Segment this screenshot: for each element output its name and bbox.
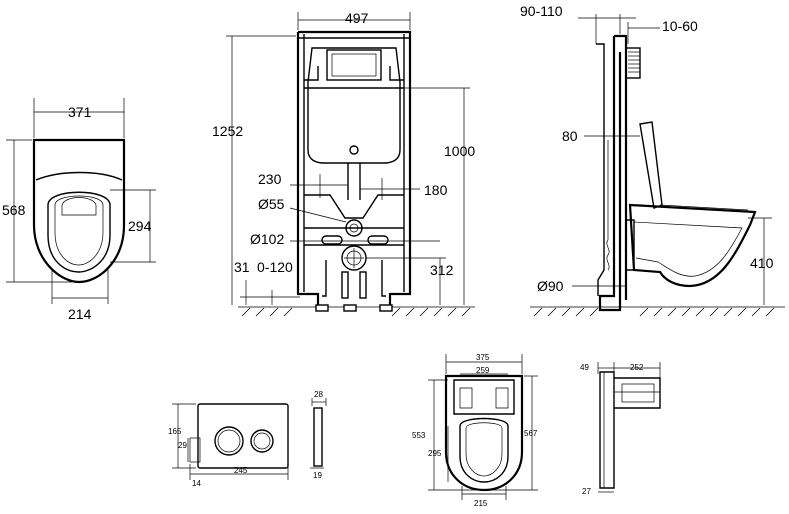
bottom-inner-label: 259 [476, 366, 490, 375]
plate-offset-v-label: 29 [178, 441, 187, 450]
spacing-b-label: 180 [424, 182, 448, 198]
side-top-label: 49 [580, 363, 589, 372]
side-length-label: 252 [630, 363, 644, 372]
side-depth-label: 80 [562, 128, 578, 144]
frame-width-label: 497 [345, 10, 369, 26]
plate-projection-label: 19 [313, 471, 322, 480]
frame-side-view: 90-110 10-60 80 Ø90 410 [520, 3, 785, 317]
spacing-a-label: 230 [258, 171, 282, 187]
bottom-width-label: 375 [476, 353, 490, 362]
bottom-length-right-label: 567 [524, 429, 538, 438]
plate-offset-h-label: 14 [192, 479, 201, 488]
drain-label: Ø102 [250, 231, 284, 247]
plate-thickness-label: 28 [314, 390, 323, 399]
plate-height-label: 165 [168, 427, 182, 436]
seat-height-label: 410 [750, 255, 774, 271]
top-offset-label: 10-60 [662, 18, 698, 34]
cistern-height-label: 1000 [444, 143, 475, 159]
bowl-top-width-label: 371 [68, 104, 92, 120]
bowl-bottom-view: 375 259 553 567 295 215 [412, 353, 538, 508]
adjust-range-label: 0-120 [257, 259, 293, 275]
side-bottom-label: 27 [582, 487, 591, 496]
outlet-label: Ø90 [537, 278, 564, 294]
inlet-label: Ø55 [258, 196, 285, 212]
bowl-side-view: 49 252 27 [580, 362, 661, 496]
drain-height-label: 312 [430, 262, 454, 278]
adjust-left-label: 31 [234, 259, 250, 275]
bowl-top-opening-label: 294 [128, 218, 152, 234]
flush-plate-view: 165 29 245 14 28 19 [168, 390, 327, 488]
bowl-top-depth-label: 568 [2, 202, 26, 218]
bowl-top-base-label: 214 [68, 306, 92, 322]
bottom-base-label: 215 [474, 499, 488, 508]
bottom-hole-label: 295 [428, 449, 442, 458]
bottom-length-left-label: 553 [412, 431, 426, 440]
bowl-top-view: 371 568 294 214 [2, 98, 156, 322]
wall-gap-label: 90-110 [520, 3, 563, 19]
frame-front-view: 497 1252 1000 230 180 Ø55 Ø102 312 31 0-… [212, 10, 475, 317]
plate-width-label: 245 [234, 466, 248, 475]
frame-height-label: 1252 [212, 123, 243, 139]
